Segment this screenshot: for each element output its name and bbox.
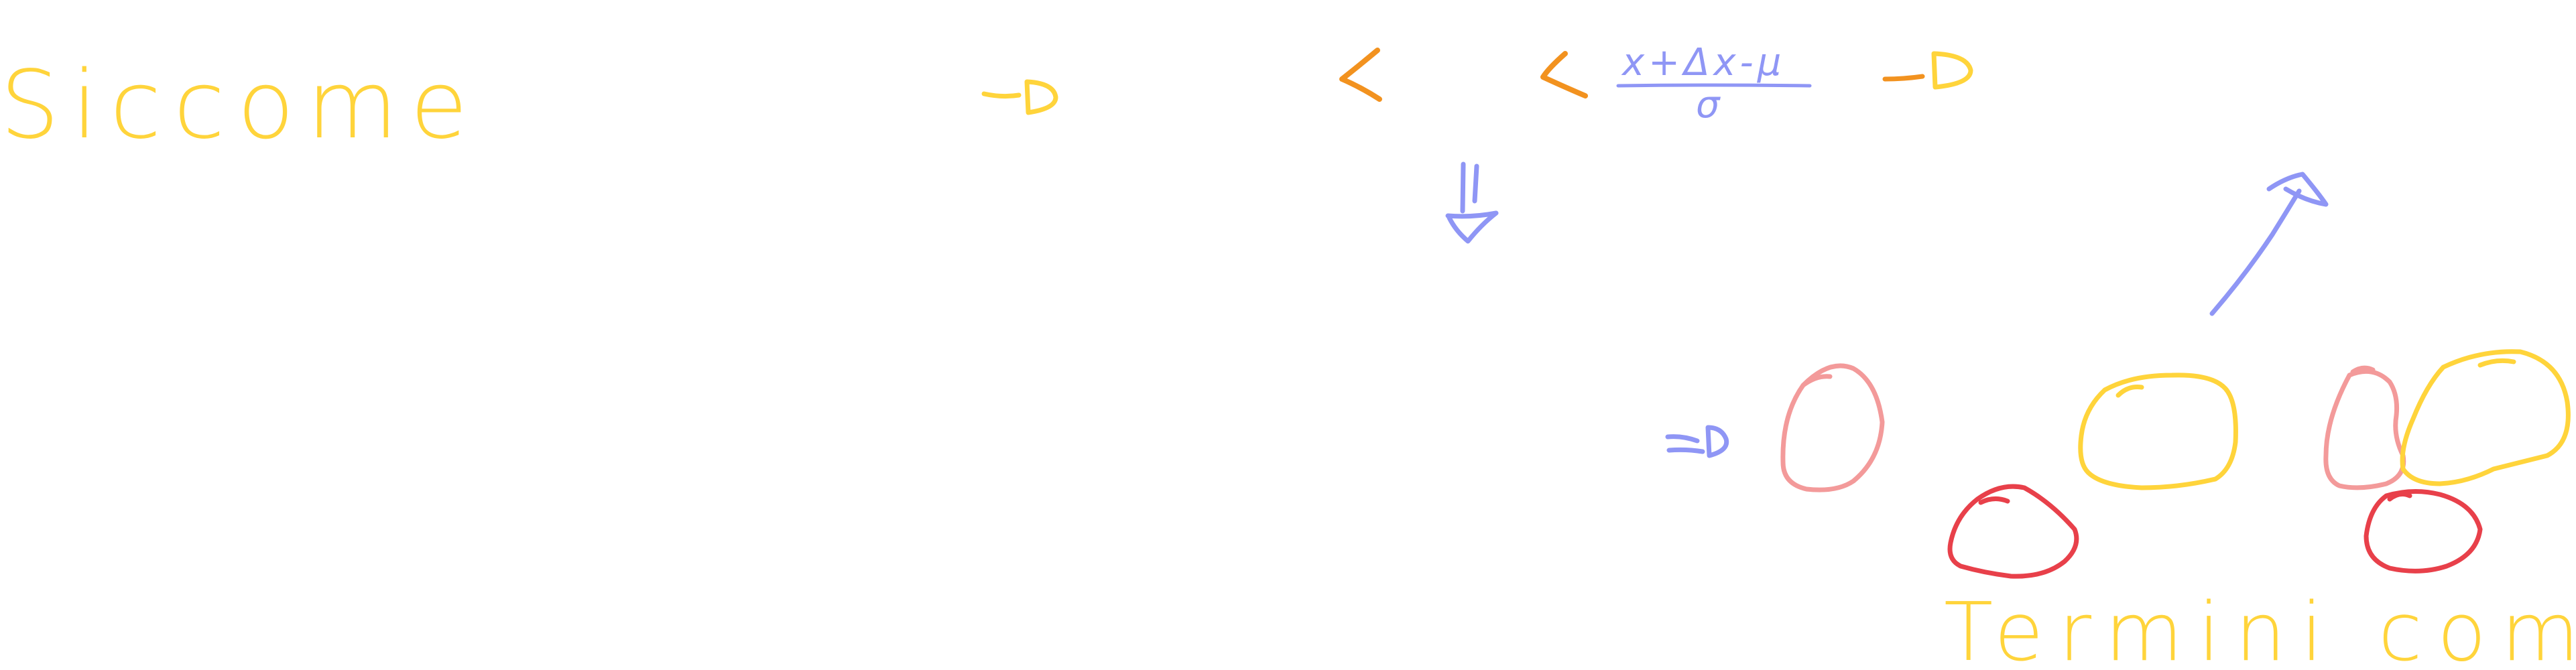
less-than-sign-2 — [1540, 51, 1588, 98]
pink-blob-2 — [2323, 365, 2406, 490]
siccome-text: Siccome — [0, 51, 480, 160]
implies-arrow-1 — [981, 79, 1058, 115]
down-arrow — [1445, 161, 1499, 244]
yellow-blob-1 — [2078, 373, 2238, 490]
pink-blob-1 — [1780, 363, 1885, 492]
yellow-blob-2 — [2400, 349, 2571, 486]
diagonal-arrow — [2209, 172, 2329, 316]
fraction-bar — [1616, 83, 1812, 88]
termini-comuni-text: Termini comuni — [1944, 586, 2576, 670]
red-blob-1 — [1947, 484, 2079, 579]
formula-numerator: x+Δx-μ — [1621, 41, 1785, 84]
fraction-formula: x+Δx-μ σ — [1616, 41, 1812, 127]
red-blob-2 — [2364, 489, 2483, 574]
less-than-sign-1 — [1339, 48, 1382, 102]
equals-arrow — [1665, 425, 1729, 458]
implies-arrow-2 — [1882, 51, 1973, 90]
formula-denominator: σ — [1696, 83, 1721, 127]
